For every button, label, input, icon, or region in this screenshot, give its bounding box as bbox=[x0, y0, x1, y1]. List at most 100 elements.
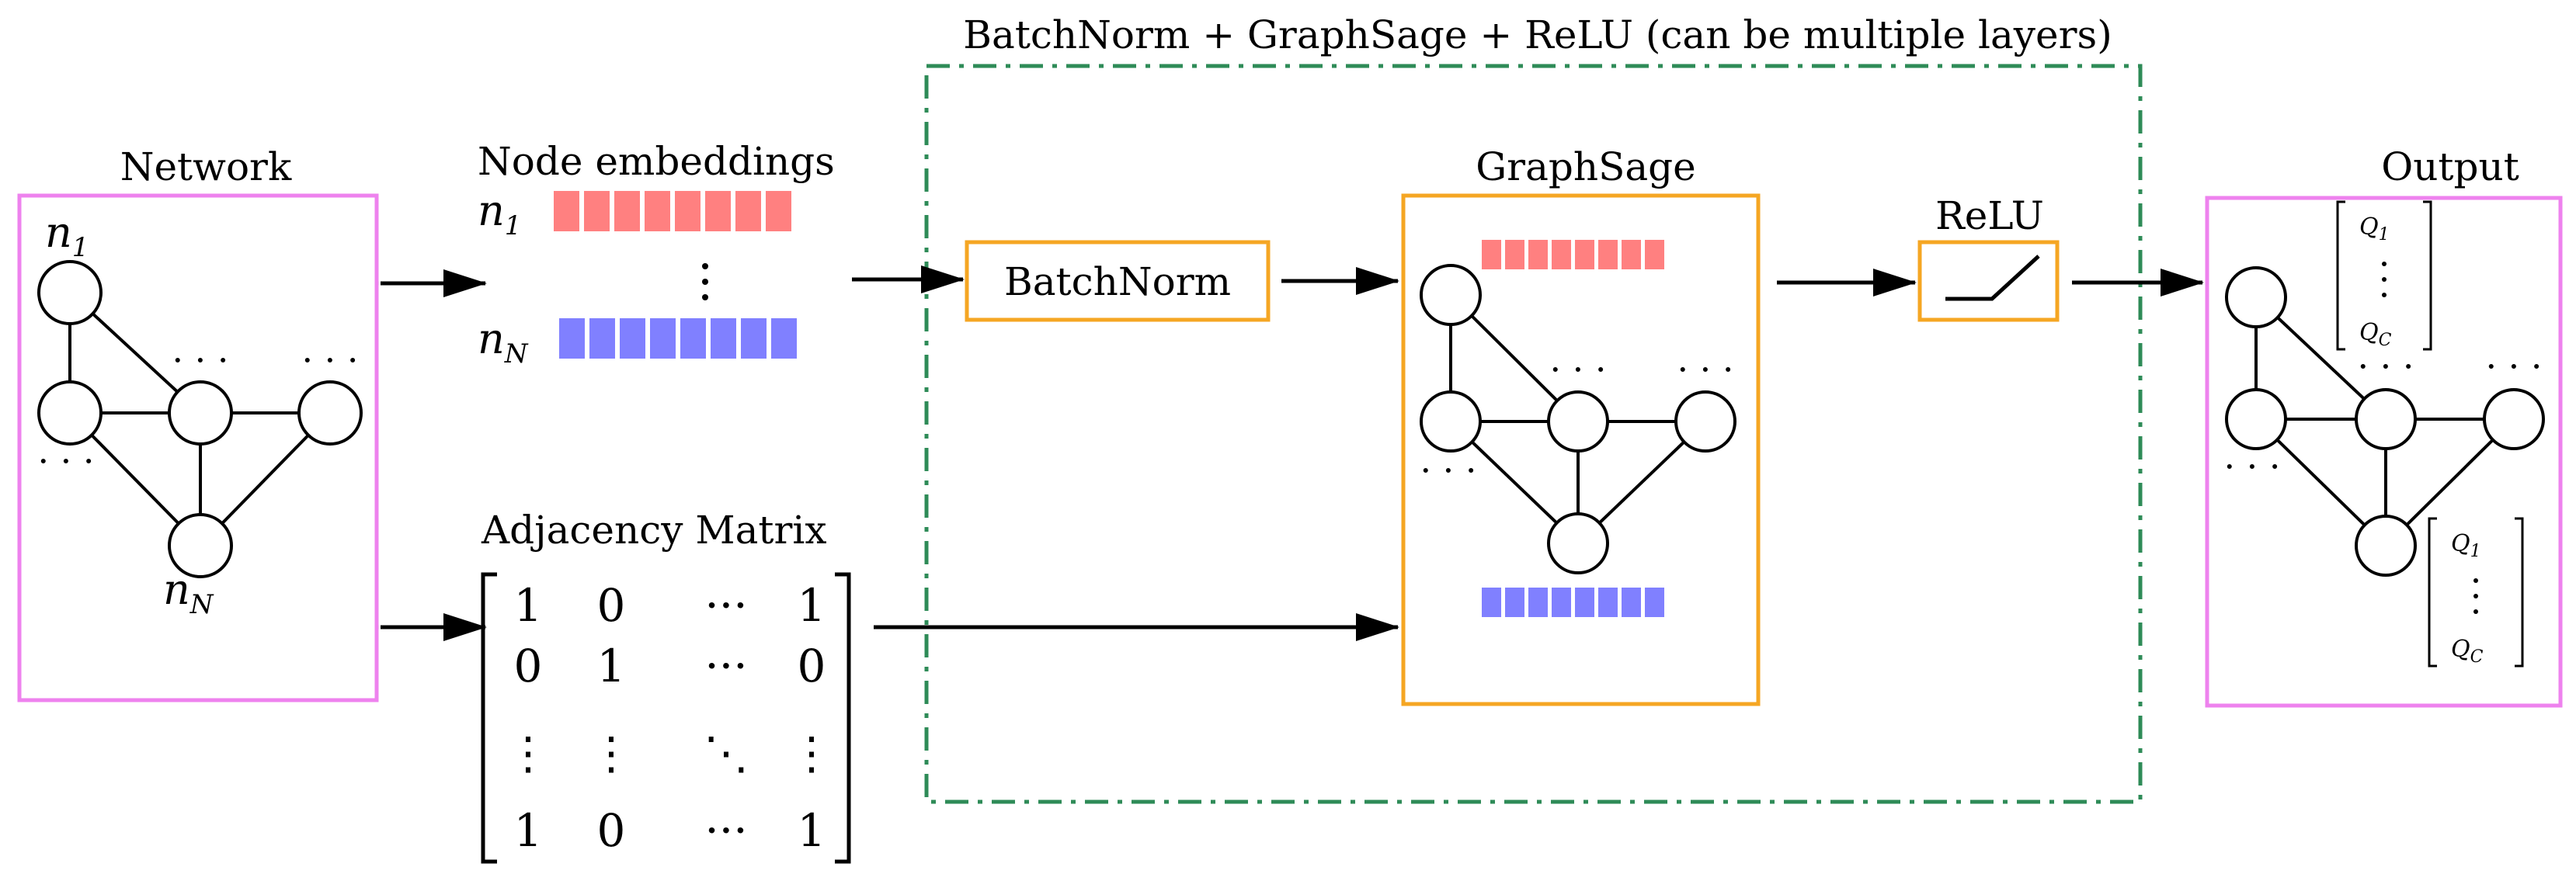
embedding-cell bbox=[675, 191, 700, 231]
q-first-label: Q1 bbox=[2451, 530, 2481, 561]
graph-node bbox=[1674, 390, 1736, 453]
embedding-cell bbox=[589, 318, 615, 359]
flow-arrows bbox=[381, 265, 2204, 641]
embedding-cell bbox=[614, 191, 640, 231]
network-label: Network bbox=[120, 144, 292, 189]
graph-ellipsis: · · · bbox=[1677, 349, 1733, 390]
matrix-cell: 1 bbox=[514, 804, 543, 857]
embedding-cell bbox=[741, 318, 767, 359]
graph-node bbox=[2355, 388, 2417, 450]
network-box bbox=[17, 193, 379, 702]
graph-ellipsis: · · · bbox=[172, 339, 228, 381]
embedding-cell bbox=[735, 191, 761, 231]
graph-node bbox=[297, 380, 363, 446]
relu-label: ReLU bbox=[1935, 193, 2044, 238]
embedding-cell bbox=[1482, 588, 1501, 617]
q-last-label: QC bbox=[2359, 319, 2392, 350]
batchnorm-label: BatchNorm bbox=[1004, 259, 1231, 304]
matrix-cell: ⋮ bbox=[789, 727, 834, 779]
graph-ellipsis: · · · bbox=[1420, 449, 1476, 491]
embedding-cell bbox=[620, 318, 645, 359]
embedding-cell bbox=[1622, 240, 1641, 269]
graph-node bbox=[2225, 266, 2287, 328]
relu-box bbox=[1917, 240, 2060, 322]
embedding-first-row bbox=[554, 191, 791, 231]
layer-container-box bbox=[924, 64, 2143, 804]
graphsage-label: GraphSage bbox=[1476, 144, 1696, 189]
matrix-cell: 0 bbox=[798, 640, 826, 692]
embedding-cell bbox=[1505, 240, 1524, 269]
graph-node bbox=[2483, 388, 2545, 450]
embedding-cell bbox=[1482, 240, 1501, 269]
embedding-cell bbox=[1598, 588, 1618, 617]
embedding-cell bbox=[554, 191, 579, 231]
embedding-cell bbox=[680, 318, 706, 359]
embedding-cell bbox=[1528, 240, 1548, 269]
adjacency-matrix-label: Adjacency Matrix bbox=[481, 508, 827, 553]
embedding-cell bbox=[771, 318, 797, 359]
embedding-cell bbox=[645, 191, 670, 231]
matrix-cell: 0 bbox=[597, 804, 626, 857]
graphsage-graph: · · · · · · · · · bbox=[1420, 264, 1736, 574]
embedding-cell bbox=[766, 191, 791, 231]
embedding-cell bbox=[1622, 588, 1641, 617]
embedding-cell bbox=[1552, 240, 1571, 269]
matrix-cell: ··· bbox=[704, 804, 747, 857]
embedding-cell bbox=[1645, 588, 1664, 617]
embedding-cell bbox=[1575, 240, 1594, 269]
embedding-first-node-label: n1 bbox=[478, 186, 521, 241]
matrix-cell: 1 bbox=[597, 640, 626, 692]
graph-node bbox=[1420, 264, 1482, 326]
embedding-cell bbox=[705, 191, 731, 231]
matrix-cell: 1 bbox=[798, 579, 826, 632]
embedding-cell bbox=[650, 318, 676, 359]
q-last-label: QC bbox=[2451, 636, 2484, 667]
q-first-label: Q1 bbox=[2359, 213, 2390, 245]
matrix-cell: 0 bbox=[514, 640, 543, 692]
graph-ellipsis: · · · bbox=[2357, 345, 2414, 387]
matrix-cell: 1 bbox=[798, 804, 826, 857]
node-embeddings-label: Node embeddings bbox=[478, 139, 835, 184]
first-node-label: n1 bbox=[45, 208, 89, 263]
graph-node bbox=[168, 380, 233, 446]
embedding-cell bbox=[1505, 588, 1524, 617]
batchnorm-box bbox=[965, 240, 1271, 322]
output-graph: · · · · · · · · · bbox=[2223, 266, 2545, 577]
graph-ellipsis: · · · bbox=[2223, 446, 2280, 487]
graphsage-box bbox=[1401, 193, 1761, 706]
embedding-cell bbox=[584, 191, 610, 231]
network-graph: · · · · · · · · · n1 nN bbox=[37, 208, 363, 620]
adjacency-matrix-brackets bbox=[481, 572, 851, 864]
embedding-last-node-label: nN bbox=[478, 314, 529, 369]
output-label: Output bbox=[2381, 144, 2519, 189]
matrix-cell: ··· bbox=[704, 640, 747, 692]
embedding-cell bbox=[1598, 240, 1618, 269]
matrix-cell: ⋱ bbox=[704, 727, 749, 779]
graph-ellipsis: · · · bbox=[301, 339, 358, 381]
matrix-cell: ··· bbox=[704, 579, 747, 632]
graph-node bbox=[37, 260, 103, 325]
diagram-title: BatchNorm + GraphSage + ReLU (can be mul… bbox=[963, 12, 2112, 57]
graph-node bbox=[37, 380, 103, 446]
graphsage-embedding-bottom bbox=[1482, 588, 1664, 617]
graph-node bbox=[1547, 390, 1609, 453]
matrix-cell: ⋮ bbox=[589, 727, 634, 779]
embedding-cell bbox=[711, 318, 736, 359]
embedding-cell bbox=[1552, 588, 1571, 617]
graph-node bbox=[168, 513, 233, 578]
last-node-label: nN bbox=[163, 565, 214, 620]
graph-ellipsis: · · · bbox=[1549, 349, 1606, 390]
matrix-cell: ⋮ bbox=[506, 727, 551, 779]
graph-ellipsis: · · · bbox=[2485, 345, 2542, 387]
graph-node bbox=[1547, 512, 1609, 574]
embedding-last-row bbox=[559, 318, 797, 359]
graph-node bbox=[2225, 388, 2287, 450]
graph-ellipsis: · · · bbox=[37, 440, 94, 482]
graphsage-embedding-top bbox=[1482, 240, 1664, 269]
embedding-cell bbox=[1645, 240, 1664, 269]
embedding-vertical-dots bbox=[702, 263, 708, 300]
